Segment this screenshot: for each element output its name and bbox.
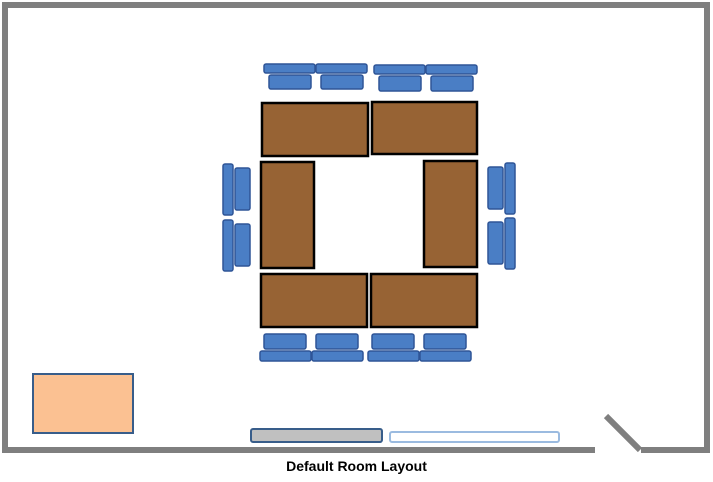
room-walls <box>2 2 710 453</box>
chair <box>259 333 312 362</box>
chair <box>311 333 364 362</box>
table-top-left <box>260 101 370 158</box>
table-bottom-left <box>259 272 369 329</box>
door-swing <box>603 413 643 453</box>
counter-gray <box>250 428 383 443</box>
chair <box>222 163 251 216</box>
table-bottom-right <box>369 272 479 329</box>
counter-outline <box>389 431 560 443</box>
chair <box>487 217 516 270</box>
table-top-right <box>370 100 479 156</box>
chair <box>419 333 472 362</box>
chair <box>222 219 251 272</box>
table-left <box>259 160 316 270</box>
chairs <box>222 63 516 362</box>
chair <box>373 64 426 92</box>
chair <box>367 333 420 362</box>
chair <box>487 162 516 215</box>
conference-tables <box>259 100 479 329</box>
chair <box>263 63 316 90</box>
chair <box>425 64 478 92</box>
chair <box>315 63 368 90</box>
side-table <box>32 373 134 434</box>
table-right <box>422 159 479 269</box>
wall-outline <box>2 2 710 453</box>
diagram-caption: Default Room Layout <box>286 458 427 474</box>
